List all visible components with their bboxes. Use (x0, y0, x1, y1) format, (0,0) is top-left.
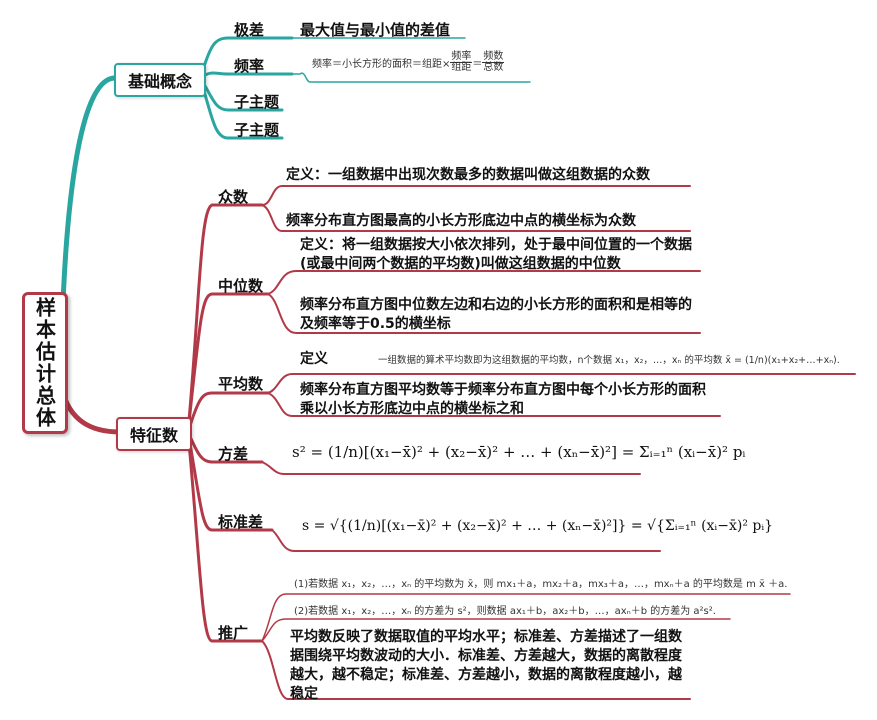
extension-note-2: (2)若数据 x₁，x₂，…，xₙ 的方差为 s²，则数据 ax₁＋b，ax₂＋… (294, 606, 716, 617)
median-definition: 定义：将一组数据按大小依次排列，处于最中间位置的一个数据(或最中间两个数据的平均… (300, 237, 692, 272)
freq-formula-text: 频率＝小长方形的面积＝组距× (312, 59, 451, 70)
freq-per-width-fraction: 频率 组距 (450, 51, 473, 73)
frac1-num: 频率 (450, 51, 473, 63)
root-node[interactable]: 样本估计总体 (22, 292, 68, 434)
frac1-den: 组距 (451, 62, 472, 73)
subtopic-2[interactable]: 子主题 (234, 121, 280, 139)
frac2-den: 总数 (483, 62, 504, 73)
range-node[interactable]: 极差 (234, 21, 265, 39)
extension-note-1: (1)若数据 x₁，x₂，…，xₙ 的平均数为 x̄，则 mx₁＋a，mx₂＋a… (294, 579, 788, 590)
mode-node[interactable]: 众数 (218, 188, 249, 206)
mode-definition: 定义：一组数据中出现次数最多的数据叫做这组数据的众数 (286, 167, 650, 183)
frequency-formula: 频率＝小长方形的面积＝组距× 频率 组距 ＝ 频数 总数 (312, 51, 505, 73)
median-histogram: 频率分布直方图中位数左边和右边的小长方形的面积和是相等的及频率等于0.5的横坐标 (300, 297, 692, 332)
features-node[interactable]: 特征数 (116, 417, 193, 451)
frequency-node[interactable]: 频率 (234, 57, 265, 75)
mean-histogram: 频率分布直方图平均数等于频率分布直方图中每个小长方形的面积乘以小长方形底边中点的… (300, 382, 706, 417)
features-label: 特征数 (130, 426, 179, 445)
count-total-fraction: 频数 总数 (482, 51, 505, 73)
variance-node[interactable]: 方差 (218, 445, 249, 463)
variance-formula: s² = (1/n)[(x₁−x̄)² + (x₂−x̄)² + … + (xₙ… (292, 443, 746, 461)
freq-eq: ＝ (472, 59, 483, 70)
range-definition: 最大值与最小值的差值 (300, 21, 451, 39)
mode-histogram: 频率分布直方图最高的小长方形底边中点的横坐标为众数 (286, 213, 636, 229)
frac2-num: 频数 (482, 51, 505, 63)
basic-concepts-label: 基础概念 (128, 72, 193, 91)
subtopic-1[interactable]: 子主题 (234, 93, 280, 111)
stdev-formula: s = √{(1/n)[(x₁−x̄)² + (x₂−x̄)² + … + (x… (302, 518, 774, 534)
basic-concepts-node[interactable]: 基础概念 (114, 63, 207, 97)
extension-summary: 平均数反映了数据取值的平均水平；标准差、方差描述了一组数据围绕平均数波动的大小．… (290, 629, 682, 702)
root-label: 样本估计总体 (32, 297, 57, 429)
median-node[interactable]: 中位数 (218, 277, 264, 295)
extension-node[interactable]: 推广 (218, 624, 249, 642)
stdev-node[interactable]: 标准差 (218, 513, 264, 531)
mean-definition-text: 一组数据的算术平均数即为这组数据的平均数，n个数据 x₁，x₂，…，xₙ 的平均… (378, 355, 840, 366)
mean-node[interactable]: 平均数 (218, 375, 264, 393)
mean-definition-label: 定义 (300, 351, 328, 367)
